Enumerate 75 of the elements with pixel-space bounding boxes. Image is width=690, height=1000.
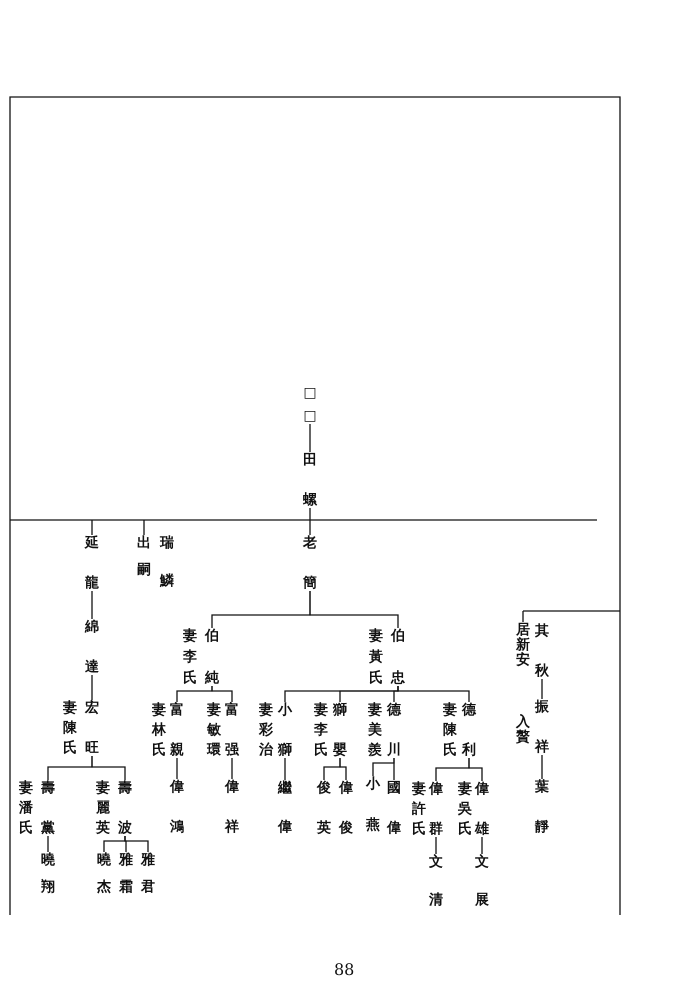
- person-name: 富强: [224, 702, 240, 758]
- side-note: 居新安: [515, 622, 531, 668]
- connector-line: [522, 611, 524, 622]
- connector-line: [541, 755, 543, 779]
- connector-line: [397, 686, 470, 702]
- connector-line: [309, 424, 311, 452]
- connector-line: [541, 679, 543, 699]
- person-name: 伯純: [204, 628, 220, 686]
- side-note: 出嗣: [136, 535, 152, 578]
- side-note: 妻林氏: [151, 702, 167, 758]
- side-note: 妻黃氏: [368, 628, 384, 686]
- person-name: 延龍: [84, 535, 100, 591]
- side-note: 妻美羨: [367, 702, 383, 758]
- person-name: 壽黨: [40, 780, 56, 836]
- person-name: 其秋: [534, 623, 550, 679]
- person-name: 壽波: [117, 780, 133, 836]
- person-name: 偉群: [428, 781, 444, 837]
- person-name: 文展: [474, 854, 490, 908]
- side-note: 妻陳氏: [442, 702, 458, 758]
- connector-line: [91, 591, 93, 619]
- side-note: 妻麗英: [95, 780, 111, 836]
- connector-line: [393, 758, 395, 780]
- person-name: 繼偉: [277, 780, 293, 835]
- side-note: 妻李氏: [182, 628, 198, 686]
- person-name: 偉俊: [338, 780, 354, 836]
- connector-line: [468, 758, 483, 781]
- person-name: 伯忠: [390, 628, 406, 686]
- person-name: 德川: [386, 702, 402, 758]
- person-name: 德利: [461, 702, 477, 758]
- person-name: 雅君: [140, 852, 156, 895]
- person-name: 雅霜: [118, 852, 134, 895]
- person-name: 小燕: [365, 776, 381, 833]
- person-name: 宏旺: [84, 700, 100, 756]
- person-name: 振祥: [534, 699, 550, 755]
- person-name: 國偉: [386, 780, 402, 836]
- person-name: 富親: [169, 702, 185, 758]
- side-note: 妻吳氏: [457, 781, 473, 837]
- connector-line: [309, 591, 399, 628]
- connector-line: [91, 520, 93, 535]
- person-name: 曉翔: [40, 852, 56, 895]
- person-name: 文清: [428, 854, 444, 908]
- person-name: 老簡: [302, 535, 318, 591]
- side-note: 妻陳氏: [62, 700, 78, 756]
- connector-line: [143, 520, 145, 535]
- side-note: 妻潘氏: [18, 780, 34, 836]
- person-name: 綿達: [84, 619, 100, 675]
- person-name: 小獅: [277, 702, 293, 758]
- person-name: 葉靜: [534, 779, 550, 835]
- connector-line: [339, 758, 347, 780]
- connector-line: [91, 756, 126, 780]
- person-name: 瑞鱗: [159, 535, 175, 589]
- side-note: 妻許氏: [411, 781, 427, 837]
- person-name: 偉祥: [224, 779, 240, 835]
- person-name: 偉雄: [474, 781, 490, 837]
- connector-line: [309, 508, 311, 535]
- side-note: 妻敏環: [206, 702, 222, 758]
- page-number: 88: [334, 960, 354, 979]
- connector-line: [47, 836, 49, 852]
- connector-line: [211, 686, 233, 702]
- side-note: 妻彩治: [258, 702, 274, 758]
- person-name: 獅嬰: [332, 702, 348, 758]
- person-name: 曉杰: [96, 852, 112, 895]
- side-note: 妻李氏: [313, 702, 329, 758]
- person-name: □□: [302, 385, 318, 424]
- side-note: 入贅: [515, 714, 531, 745]
- connector-line: [176, 758, 178, 779]
- person-name: 偉鴻: [169, 779, 185, 835]
- connector-line: [231, 758, 233, 779]
- connector-line: [284, 758, 286, 780]
- connector-line: [435, 837, 437, 854]
- person-name: 田螺: [302, 452, 318, 508]
- person-name: 俊英: [316, 780, 332, 836]
- connector-line: [124, 836, 149, 852]
- connector-line: [481, 837, 483, 854]
- connector-line: [91, 675, 93, 700]
